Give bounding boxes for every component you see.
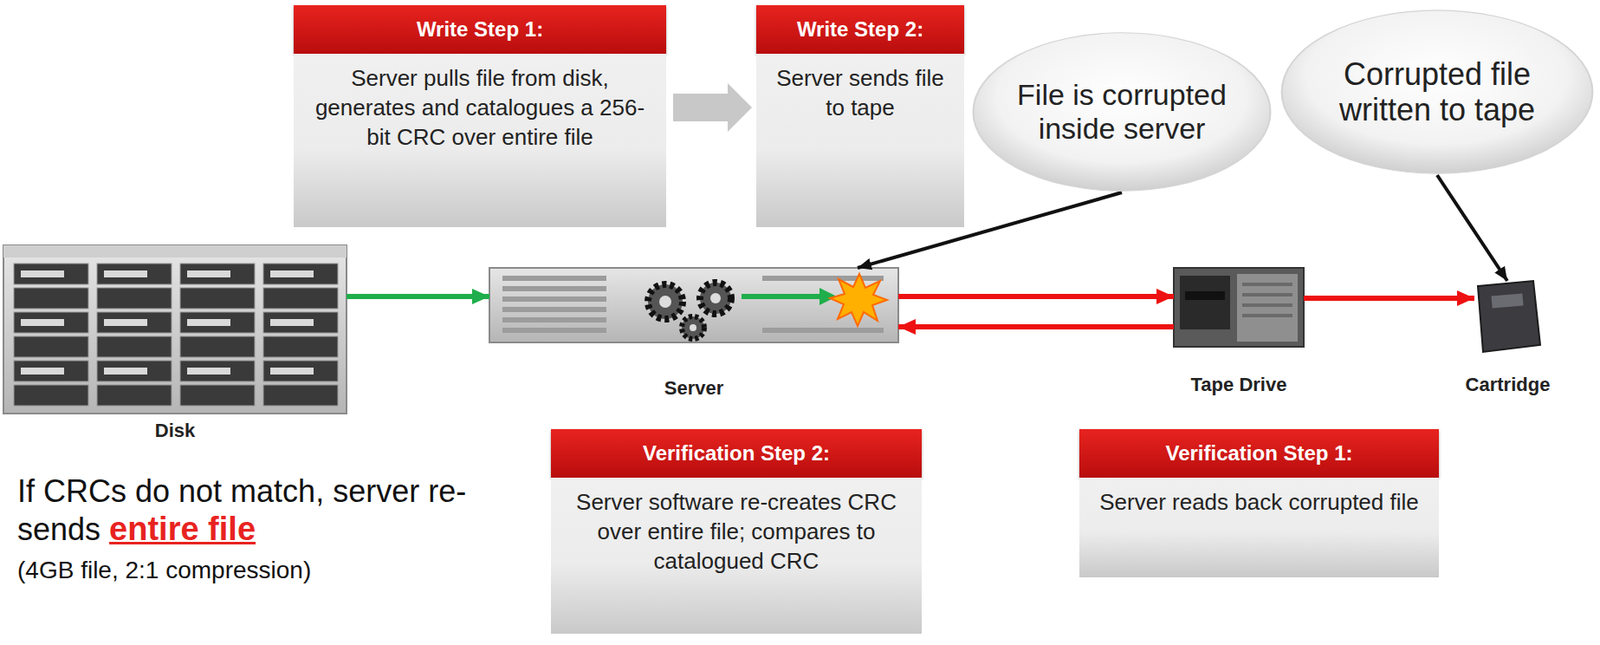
gears [647,282,732,339]
tape-cartridge [1477,280,1541,352]
note: If CRCs do not match, server re-sendsent… [17,472,538,584]
callout-bubble: File is corrupted inside server [970,29,1274,195]
server-device: Server [489,267,899,343]
step-box: Verification Step 2:Server software re-c… [550,428,922,634]
emphasis-text: entire file [109,510,256,547]
callout-pointer [1437,174,1508,281]
step-arrow [673,83,752,132]
device-label: Tape Drive [1121,373,1356,396]
device-label: Cartridge [1422,373,1594,396]
tape-drive-device: Tape Drive [1173,267,1304,347]
data-flow-arrow [898,323,1174,330]
disk-array [3,245,347,414]
step-box: Write Step 2:Server sends file to tape [756,5,965,227]
server-chassis [489,267,899,343]
callout-bubble: Corrupted file written to tape [1278,6,1596,177]
step-text: Server software re-creates CRC over enti… [550,477,922,634]
step-box: Verification Step 1:Server reads back co… [1079,428,1439,577]
step-heading: Verification Step 2: [550,428,922,478]
data-flow-arrow [1303,295,1475,301]
corruption-burst [829,273,888,326]
disk-device: Disk [3,245,347,414]
step-heading: Verification Step 1: [1079,428,1439,478]
inner-flow [741,287,837,305]
step-heading: Write Step 2: [756,5,965,54]
step-text: Server sends file to tape [756,53,965,227]
tape-drive [1173,267,1304,347]
data-flow-arrow [346,293,490,299]
step-box: Write Step 1:Server pulls file from disk… [293,5,667,227]
note-line: If CRCs do not match, server re-sendsent… [17,472,538,550]
data-flow-arrow [898,293,1174,299]
device-label: Server [437,376,951,400]
cartridge-device: Cartridge [1474,280,1542,352]
callout-text: Corrupted file written to tape [1322,56,1552,129]
note-detail: (4GB file, 2:1 compression) [17,556,538,584]
step-text: Server pulls file from disk, generates a… [293,53,667,227]
device-label: Disk [0,419,399,442]
step-text: Server reads back corrupted file [1079,477,1439,577]
callout-text: File is corrupted inside server [1012,77,1231,146]
step-heading: Write Step 1: [293,5,667,54]
